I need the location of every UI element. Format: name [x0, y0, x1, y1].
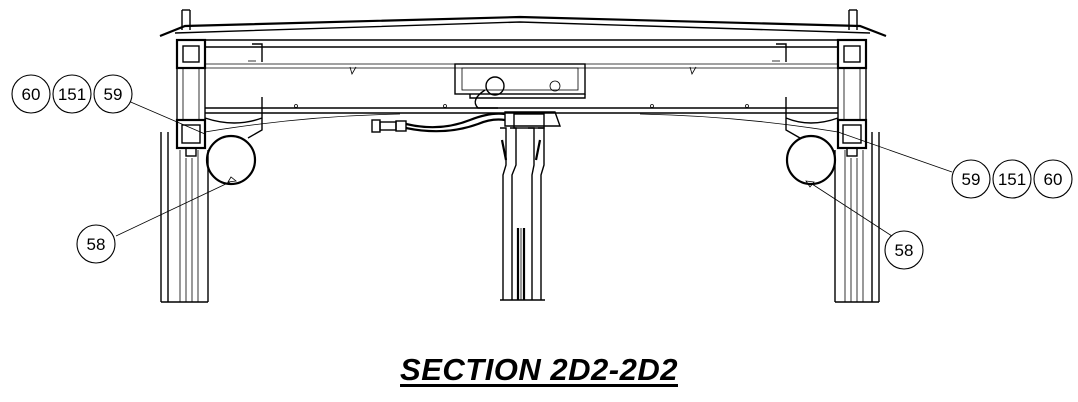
- wire-harness: [371, 111, 561, 133]
- curved-rails: [204, 113, 839, 133]
- callout-group-left: 60 151 59: [11, 74, 133, 114]
- callout-bubble-151-left: [52, 74, 92, 114]
- control-box: [454, 63, 586, 109]
- frame-top: [159, 9, 887, 38]
- callout-bubble-151-right: [992, 159, 1032, 199]
- callout-label-60-right: 60: [1044, 170, 1063, 189]
- callout-label-59-left: 59: [104, 85, 123, 104]
- callout-58-right: 58: [884, 230, 924, 270]
- callout-bubble-60-right: [1033, 159, 1073, 199]
- callout-label-151-right: 151: [998, 170, 1026, 189]
- lower-beam: [205, 97, 838, 139]
- callout-label-58-left: 58: [87, 235, 106, 254]
- section-title: SECTION 2D2-2D2: [400, 352, 678, 387]
- callout-label-151-left: 151: [58, 85, 86, 104]
- callout-bubble-58-left: [76, 224, 116, 264]
- upper-beam: [205, 39, 838, 76]
- callout-bubble-59-left: [93, 74, 133, 114]
- callout-bubble-58-right: [884, 230, 924, 270]
- callout-group-right: 59 151 60: [951, 159, 1073, 199]
- leader-lines: [115, 99, 953, 239]
- right-roller: [785, 117, 839, 186]
- callout-bubble-60-left: [11, 74, 51, 114]
- right-leg: [834, 132, 880, 303]
- callout-58-left: 58: [76, 224, 116, 264]
- callout-label-58-right: 58: [895, 241, 914, 260]
- callout-label-60-left: 60: [22, 85, 41, 104]
- left-leg: [160, 132, 209, 303]
- left-corner-post: [175, 38, 207, 157]
- right-corner-post: [836, 38, 868, 157]
- actuator-rods: [500, 127, 545, 301]
- left-roller: [204, 117, 263, 186]
- callout-bubble-59-right: [951, 159, 991, 199]
- callout-label-59-right: 59: [962, 170, 981, 189]
